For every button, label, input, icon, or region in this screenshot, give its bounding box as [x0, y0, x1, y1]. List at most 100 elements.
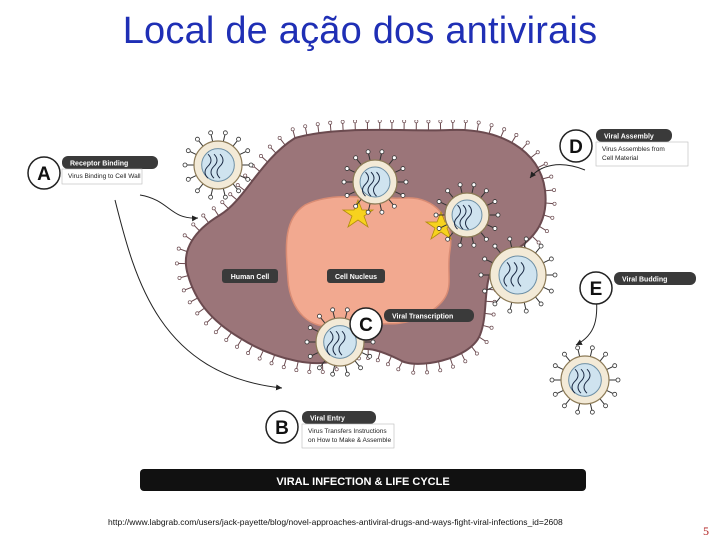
membrane-spike	[176, 246, 188, 253]
membrane-spike	[500, 127, 507, 138]
virus-particle	[341, 149, 409, 215]
membrane-spike	[340, 120, 345, 131]
membrane-spike	[375, 351, 381, 363]
membrane-spike	[449, 357, 455, 369]
membrane-spike	[365, 120, 370, 130]
membrane-spike	[542, 174, 554, 180]
membrane-spike	[257, 350, 264, 361]
stage-letter: C	[359, 315, 373, 336]
membrane-spike	[377, 120, 382, 130]
action-star-1	[341, 198, 375, 229]
membrane-spike	[174, 261, 186, 266]
virus-particle	[549, 345, 621, 415]
membrane-spike	[277, 135, 286, 146]
membrane-spike	[228, 192, 238, 201]
membrane-spike	[386, 355, 392, 367]
membrane-spike	[425, 363, 430, 375]
membrane-spike	[269, 354, 276, 366]
membrane-spike	[235, 338, 243, 349]
membrane-spike	[545, 188, 557, 193]
membrane-spike	[539, 225, 549, 234]
membrane-spike	[463, 120, 468, 131]
stage-letter: E	[590, 279, 603, 300]
membrane-spike	[294, 361, 299, 373]
human-cell-label: Human Cell	[231, 274, 270, 281]
stage-letter: B	[275, 418, 289, 439]
stage-label-e: E Viral Budding	[579, 271, 696, 305]
membrane-spike	[177, 275, 189, 280]
cell-nucleus	[285, 195, 452, 328]
slide-title: Local de ação dos antivirais	[122, 10, 598, 52]
membrane-spike	[182, 233, 193, 241]
membrane-spike	[460, 352, 468, 364]
arrow-d-to-cell	[529, 164, 586, 179]
membrane-spike	[450, 120, 455, 130]
membrane-spike	[246, 344, 253, 355]
stage-description: Cell Material	[602, 155, 639, 162]
nucleus-label: Cell Nucleus	[335, 274, 377, 281]
membrane-spike	[181, 286, 193, 293]
membrane-spike	[267, 144, 277, 154]
figure-banner-box	[140, 469, 586, 491]
stage-label-c: C Viral Transcription	[349, 307, 474, 341]
membrane-spike	[187, 297, 198, 305]
nucleus-label-box	[327, 269, 385, 283]
source-url: http://www.labgrab.com/users/jack-payett…	[108, 517, 563, 527]
stage-description: Virus Assembles from	[602, 146, 665, 153]
virus-particle	[182, 130, 254, 200]
viral-life-cycle-figure: Human Cell Cell Nucleus A Receptor Bindin…	[20, 120, 710, 500]
membrane-spike	[224, 332, 232, 342]
membrane-spike	[353, 120, 357, 131]
arrow-a-to-cell	[139, 194, 199, 222]
stage-title: Viral Budding	[622, 277, 667, 284]
membrane-spike	[259, 154, 268, 163]
human-cell-label-box	[222, 269, 278, 283]
stage-description: Virus Transfers Instructions	[308, 428, 387, 435]
membrane-spike	[303, 124, 308, 136]
membrane-spike	[537, 161, 548, 169]
membrane-spike	[396, 361, 403, 372]
membrane-spike	[478, 336, 489, 344]
stage-description: on How to Make & Assemble	[308, 437, 391, 444]
membrane-spike	[204, 316, 213, 326]
membrane-spike	[290, 127, 296, 139]
stage-letter: A	[37, 164, 51, 185]
membrane-spike	[484, 312, 496, 317]
membrane-spike	[476, 120, 481, 132]
membrane-spike	[438, 361, 443, 373]
membrane-spike	[191, 222, 200, 232]
stage-letter: D	[569, 137, 583, 158]
stage-title: Viral Entry	[310, 416, 345, 423]
membrane-spike	[315, 122, 320, 134]
membrane-spike	[531, 235, 541, 245]
membrane-spike	[211, 206, 220, 217]
membrane-spike	[402, 120, 407, 131]
membrane-spike	[521, 140, 530, 150]
membrane-spike	[195, 307, 205, 316]
membrane-spike	[213, 324, 223, 335]
membrane-spike	[438, 120, 443, 131]
membrane-spike	[411, 363, 416, 375]
membrane-spike	[414, 120, 419, 131]
membrane-spike	[328, 120, 333, 132]
membrane-spike	[482, 324, 494, 330]
virus-particle	[478, 236, 558, 314]
membrane-spike	[545, 201, 557, 206]
membrane-spike	[201, 213, 210, 224]
figure-banner: VIRAL INFECTION & LIFE CYCLE	[276, 476, 449, 488]
stage-title: Receptor Binding	[70, 161, 128, 168]
membrane-spike	[390, 120, 394, 130]
membrane-spike	[220, 200, 229, 210]
arrow-a-to-b	[114, 199, 283, 391]
membrane-spike	[488, 123, 494, 134]
membrane-spike	[235, 183, 246, 192]
membrane-spike	[511, 133, 519, 143]
stage-title: Viral Transcription	[392, 314, 453, 321]
membrane-spike	[281, 358, 287, 370]
stage-title: Viral Assembly	[604, 134, 654, 141]
membrane-spike	[426, 120, 431, 131]
